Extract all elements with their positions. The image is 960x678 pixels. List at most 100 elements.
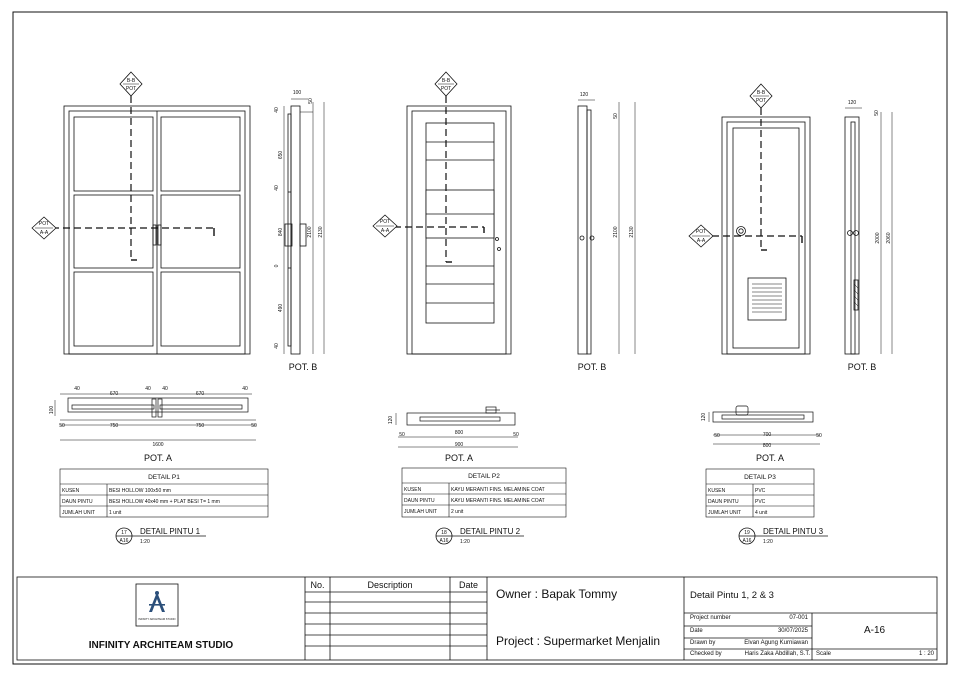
dim-d1-height-total: 2130 [318,226,324,237]
svg-text:B-B: B-B [442,78,451,84]
d3-row-1-key: KUSEN [708,488,726,494]
date-value: 30/07/2025 [777,628,808,634]
svg-text:INFINITY ARCHITEAM STUDIO: INFINITY ARCHITEAM STUDIO [138,617,175,621]
d2-plan-bot-3: 50 [513,432,519,438]
d2-plan-total: 900 [455,442,464,448]
d1-row-1-val: BESI HOLLOW 100x50 mm [109,488,171,494]
date-label: Date [690,628,703,634]
d3-row-2-val: PVC [755,499,766,505]
checked-by-label: Checked by [690,651,722,657]
scale-label: Scale [816,651,832,657]
rev-header-no: No. [310,580,325,590]
door-1-detail-bubble: 17 A16 [115,527,206,545]
d1-plan-top-6: 40 [242,386,248,392]
svg-text:A-A: A-A [697,238,706,244]
d1-plan-bot-3: 750 [196,423,205,429]
d2-row-2-val: KAYU MERANTI FINS. MELAMINE COAT [451,498,545,504]
d1-row-2-val: BESI HOLLOW 40x40 mm + PLAT BESI T= 1 mm [109,499,220,505]
door-1-detail-table [59,468,269,518]
svg-text:POT: POT [126,86,136,92]
sheet-number: A-16 [863,625,886,636]
dim-d2-height: 2100 [613,226,619,237]
d3-plan-bot-2: 700 [763,432,772,438]
d3-row-3-key: JUMLAH UNIT [708,510,741,516]
door-3-plan [708,405,820,445]
door-3-marker-bb: B-B POT [749,83,773,109]
d3-plan-bot-3: 50 [816,433,822,439]
d3-plan-side: 120 [701,413,707,422]
door-2-detail-scale: 1:20 [460,539,470,545]
d1-plan-top-1: 40 [74,386,80,392]
door-1-section-markers [52,96,215,261]
door-3-detail-bubble: 19 A16 [738,527,828,545]
svg-text:19: 19 [744,530,750,536]
d1-plan-total: 1600 [152,442,163,448]
d2-row-1-key: KUSEN [404,487,422,493]
d1-row-3-key: JUMLAH UNIT [62,510,95,516]
dim-d3-height: 2000 [875,232,881,243]
project-number-label: Project number [690,615,731,621]
door-1-table-title: DETAIL P1 [148,474,180,481]
door-2-detail-table [401,467,567,518]
door-3-table-title: DETAIL P3 [744,474,776,481]
door-2-table-title: DETAIL P2 [468,473,500,480]
drawn-by-label: Drawn by [690,640,716,646]
svg-text:POT: POT [380,219,390,225]
dim-d1-top-width: 100 [293,90,302,96]
door-2-detail-bubble: 18 A16 [435,527,524,545]
door-2-marker-aa: POT A-A [372,214,398,238]
door-2-detail-title: DETAIL PINTU 2 [460,527,521,536]
door-2-side-section [577,99,636,355]
d2-plan-bot-2: 800 [455,430,464,436]
dim-d2-height-total: 2130 [629,226,635,237]
svg-text:POT: POT [756,98,766,104]
d1-plan-side: 100 [49,406,55,415]
rev-header-date: Date [458,580,478,590]
door-3-side-section [844,107,893,355]
door-1-side-section [283,98,325,355]
dim-d1-height: 2100 [307,226,313,237]
d3-row-2-key: DAUN PINTU [708,499,739,505]
door-3-grille-section [853,283,859,307]
dim-d2-top-offset: 50 [613,113,619,119]
d2-plan-bot-1: 50 [399,432,405,438]
dim-d1-seg-1: 40 [274,107,280,113]
door-3-detail-title: DETAIL PINTU 3 [763,527,824,536]
d2-row-1-val: KAYU MERANTI FINS. MELAMINE COAT [451,487,545,493]
door-3-section-markers [712,108,803,251]
checked-by-value: Haris Zaka Abdillah, S.T. [744,651,810,657]
scale-value: 1 : 20 [918,651,934,657]
svg-text:POT: POT [441,86,451,92]
dim-d2-top-width: 120 [580,92,589,98]
d2-row-3-key: JUMLAH UNIT [404,509,437,515]
drawn-by-value: Elvan Agung Kurniawan [744,640,808,646]
svg-text:17: 17 [121,530,127,536]
svg-text:A-A: A-A [381,228,390,234]
svg-text:B-B: B-B [757,90,766,96]
svg-text:A16: A16 [120,538,129,544]
door-2-plan [395,406,518,448]
door-2-elevation-label: POT. B [578,362,607,372]
d3-row-1-val: PVC [755,488,766,494]
svg-text:B-B: B-B [127,78,136,84]
title-block-frame [16,576,938,661]
door-3-marker-aa: POT A-A [688,224,714,248]
d3-plan-bot-1: 50 [714,433,720,439]
d1-plan-bot-2: 750 [110,423,119,429]
door-3-vent-grille [752,283,782,313]
d3-row-3-val: 4 unit [755,510,768,516]
door-1-detail-scale: 1:20 [140,539,150,545]
door-2-section-label: POT. A [445,453,473,463]
svg-text:POT: POT [696,229,706,235]
d1-plan-bot-4: 50 [251,423,257,429]
dim-d3-top-offset: 50 [874,110,880,116]
dim-d1-seg-6: 490 [278,304,284,313]
d1-plan-top-2: 670 [110,391,119,397]
svg-text:POT: POT [39,221,49,227]
dim-d1-seg-7: 40 [274,343,280,349]
d1-plan-top-4: 40 [162,386,168,392]
door-1-detail-title: DETAIL PINTU 1 [140,527,201,536]
door-1-section-label: POT. A [144,453,172,463]
door-1-plan [54,393,256,441]
d1-row-2-key: DAUN PINTU [62,499,93,505]
